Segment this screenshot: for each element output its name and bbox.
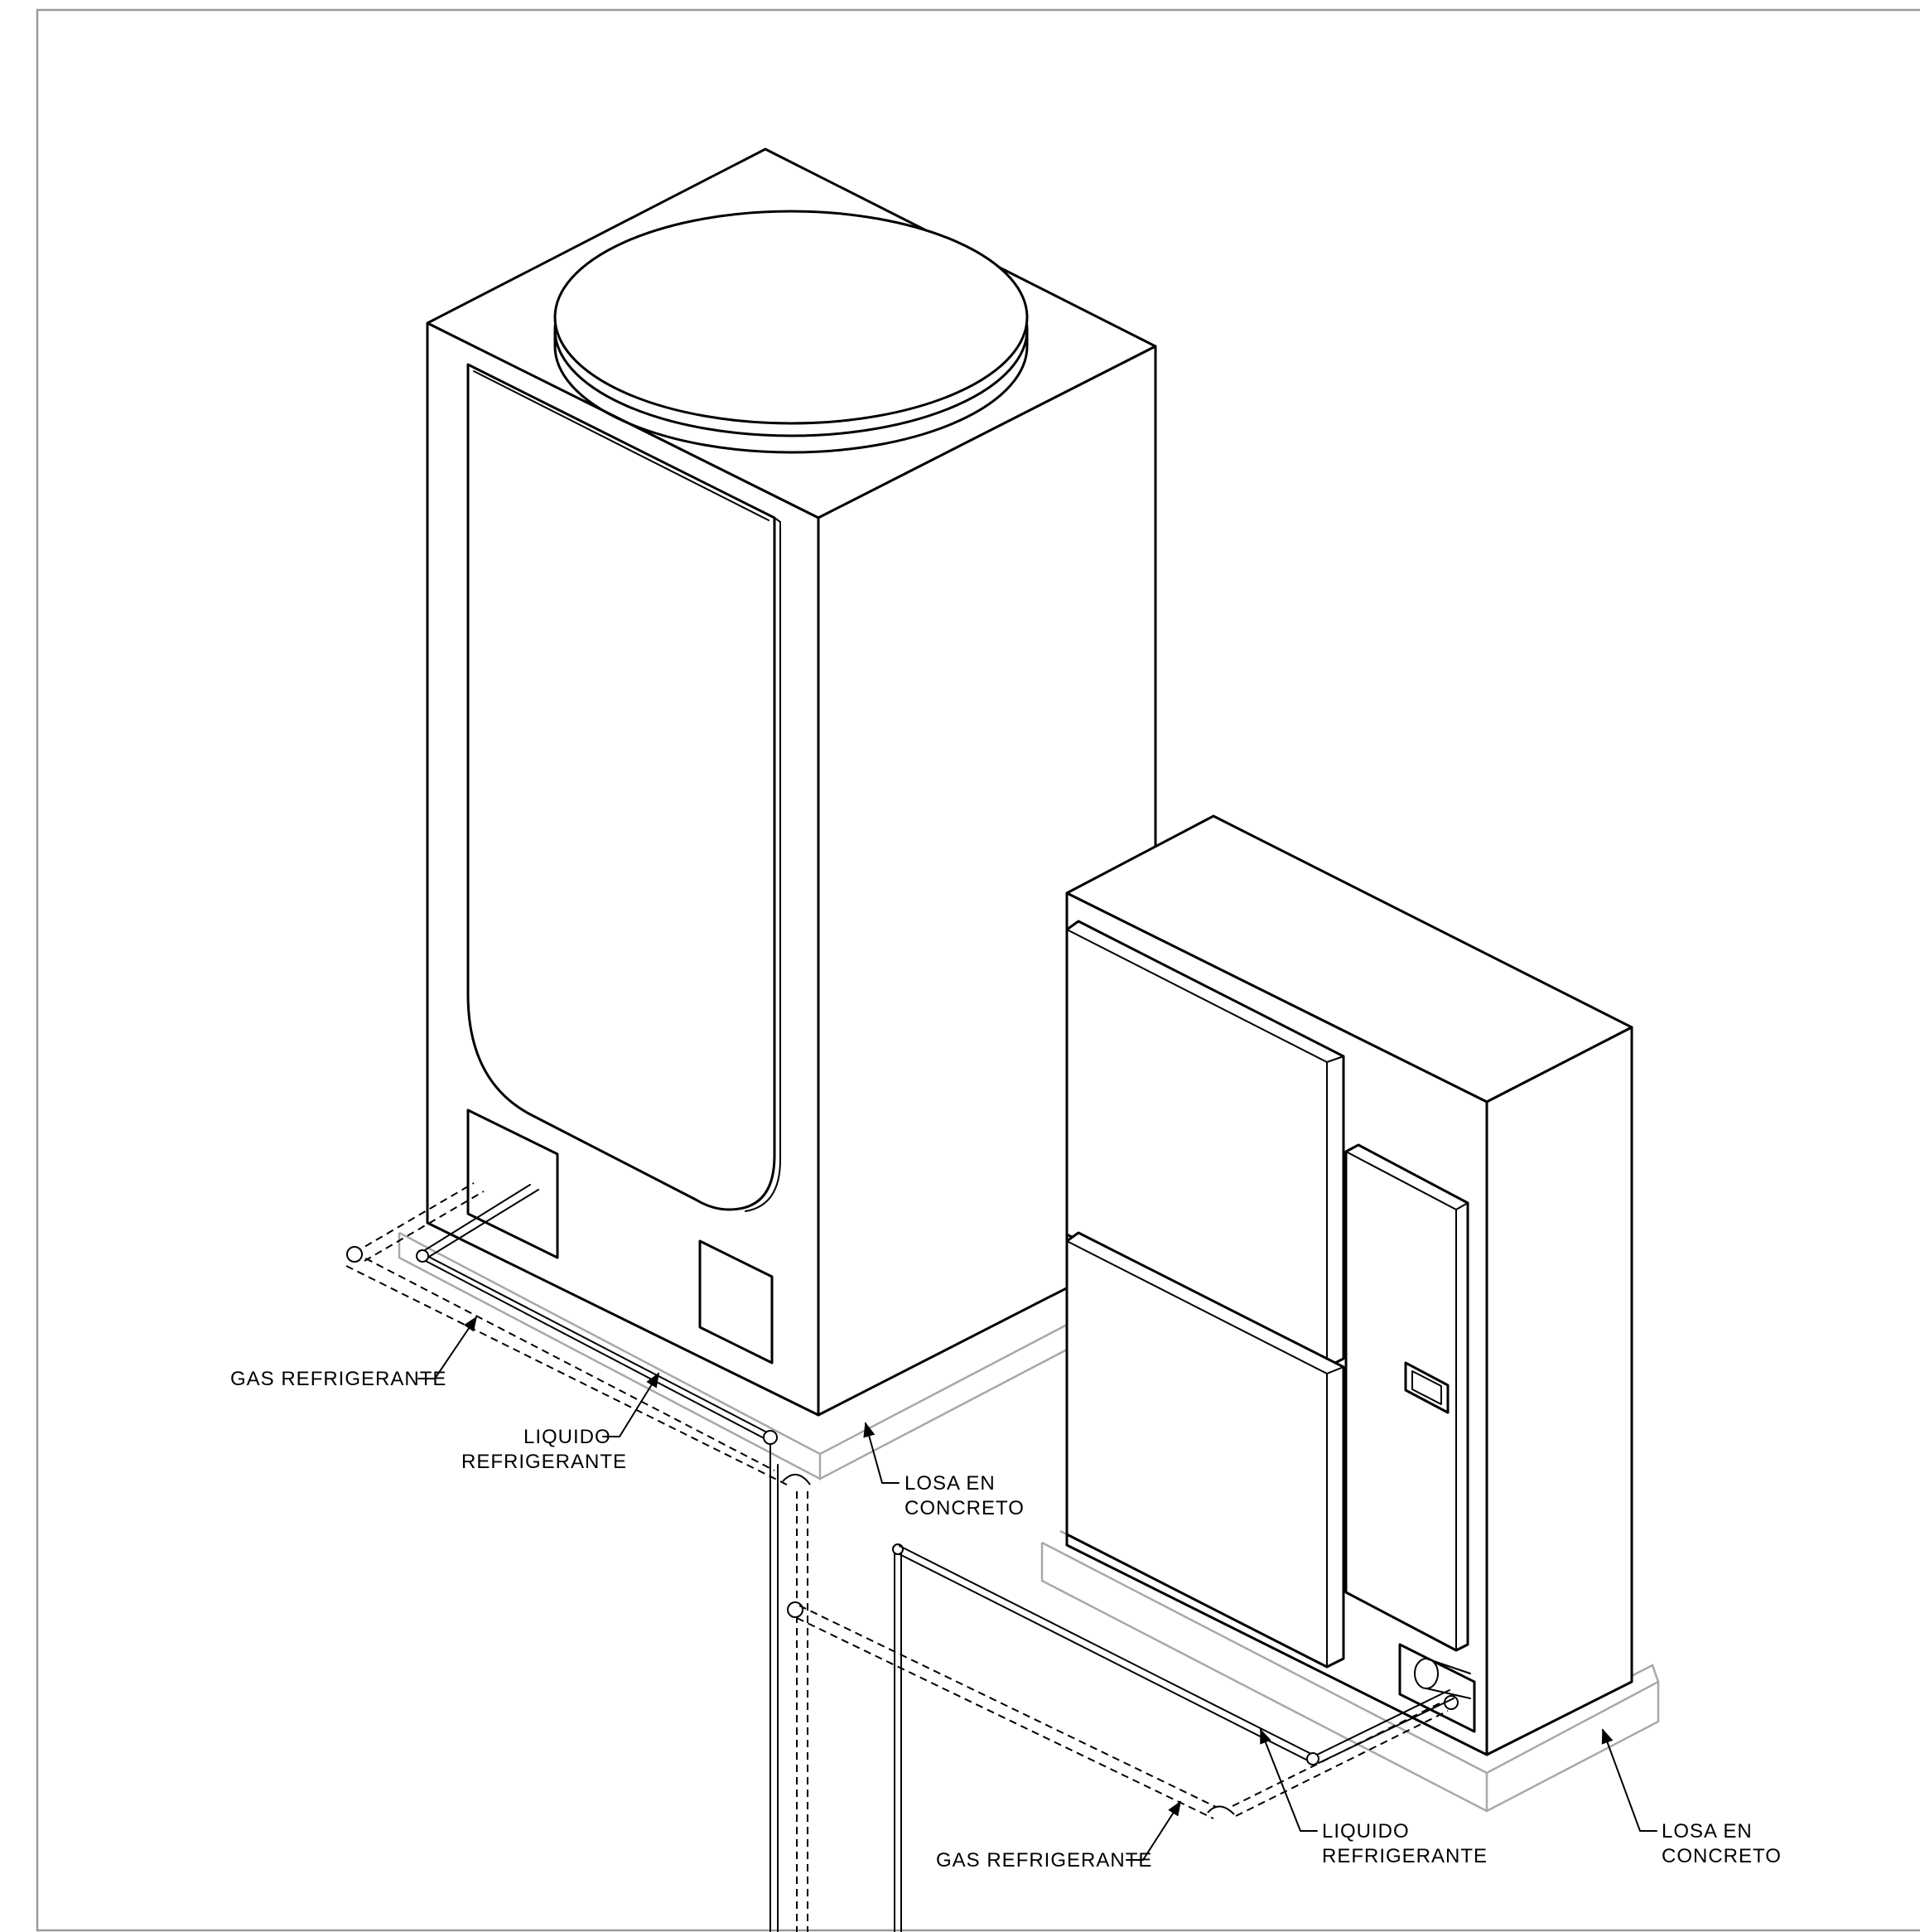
annotations: GAS REFRIGERANTE LIQUIDO REFRIGERANTE LO… <box>230 1316 1782 1872</box>
label-slab-left-1: LOSA EN <box>905 1472 996 1495</box>
label-gas-right: GAS REFRIGERANTE <box>936 1849 1152 1872</box>
outdoor-unit-large <box>426 147 1157 1417</box>
label-liquid-right-1: LIQUIDO <box>1322 1820 1410 1843</box>
outdoor-unit-small <box>1065 814 1633 1756</box>
label-slab-right-2: CONCRETO <box>1662 1845 1782 1867</box>
label-slab-left-2: CONCRETO <box>905 1497 1025 1519</box>
pipe-port <box>466 1108 559 1259</box>
label-liquid-left-1: LIQUIDO <box>523 1426 611 1448</box>
concrete-slab-left <box>398 1231 1069 1481</box>
label-slab-right-1: LOSA EN <box>1662 1820 1753 1843</box>
drawing-frame <box>36 8 1920 1932</box>
refrigerant-piping-right <box>1207 1689 1454 1817</box>
label-gas-left: GAS REFRIGERANTE <box>230 1368 446 1390</box>
coil-panel <box>466 363 776 1211</box>
refrigerant-piping-left <box>345 1182 1314 1932</box>
service-box <box>698 1239 774 1364</box>
fan-disc <box>553 210 1029 454</box>
label-liquid-left-2: REFRIGERANTE <box>461 1451 627 1473</box>
label-liquid-right-2: REFRIGERANTE <box>1322 1845 1488 1867</box>
